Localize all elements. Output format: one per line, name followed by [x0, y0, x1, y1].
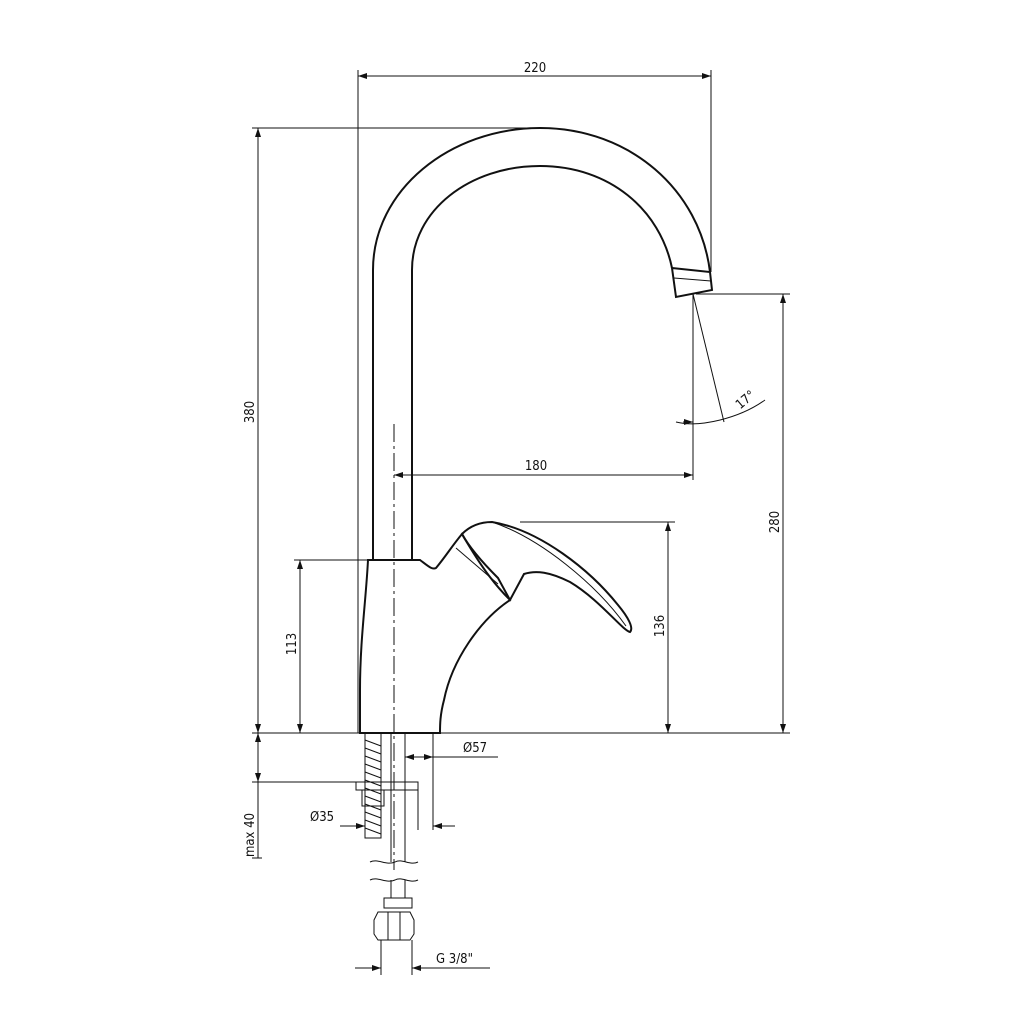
dim-body-height: 113: [285, 633, 300, 655]
spout-outer: [372, 126, 711, 560]
dim-overall-height: 380: [243, 401, 258, 423]
dimension-labels: 220 380 180 280 136 113 17° Ø57 Ø35 max …: [243, 61, 783, 967]
faucet-body: [359, 532, 512, 734]
spout-inner: [411, 164, 673, 560]
dim-hole-diameter: Ø35: [310, 810, 334, 825]
dim-spout-reach: 180: [525, 459, 547, 474]
dim-max-thickness: max 40: [243, 813, 258, 857]
dimension-lines: [255, 73, 786, 971]
lever-handle: [460, 520, 633, 634]
extension-lines: [252, 70, 790, 975]
dim-spout-height: 280: [768, 511, 783, 533]
aerator: [670, 266, 714, 299]
faucet-outline: [359, 126, 714, 734]
dim-overall-width: 220: [524, 61, 546, 76]
dim-handle-height: 136: [653, 615, 668, 637]
mounting-hardware: [355, 732, 419, 941]
dim-spray-angle: 17°: [733, 388, 759, 413]
dim-connection: G 3/8": [436, 952, 473, 967]
dim-base-diameter: Ø57: [463, 741, 487, 756]
